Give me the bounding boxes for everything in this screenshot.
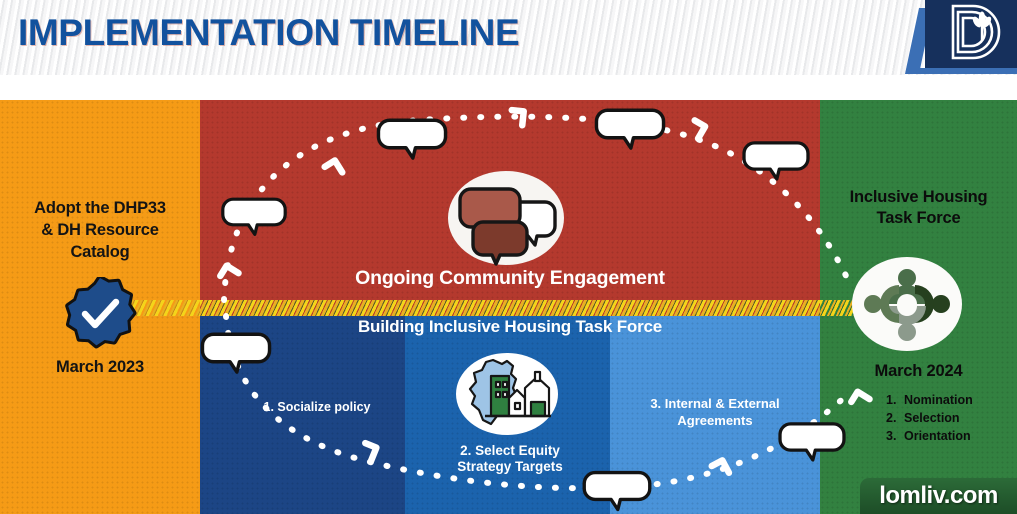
start-milestone-title-line2: & DH Resource: [41, 220, 159, 239]
substep-2-number: 2.: [886, 410, 897, 425]
end-milestone-substeps: 1. Nomination 2. Selection 3. Orientation: [886, 392, 1016, 445]
logo-accent-underline: [918, 68, 1017, 74]
end-milestone-substep-3: 3. Orientation: [886, 428, 1016, 446]
start-milestone-date: March 2023: [56, 358, 144, 376]
end-milestone-title-line2: Task Force: [876, 209, 961, 228]
taskforce-step-3-line2: Agreements: [677, 412, 753, 428]
start-milestone-title-line1: Adopt the DHP33: [34, 199, 166, 217]
substep-1-label: Nomination: [904, 393, 973, 407]
taskforce-step-2-label: 2. Select Equity Strategy Targets: [420, 443, 600, 476]
chevron-band-center: [200, 300, 820, 316]
people-circle-icon: [851, 256, 963, 353]
taskforce-step-3-label: 3. Internal & External Agreements: [620, 396, 810, 429]
start-milestone-title: Adopt the DHP33 & DH Resource Catalog: [0, 198, 200, 264]
watermark: lomliv.com: [860, 478, 1017, 514]
page-title: IMPLEMENTATION TIMELINE: [18, 12, 520, 53]
substep-3-label: Orientation: [904, 428, 971, 443]
start-milestone-title-line3: Catalog: [70, 242, 130, 261]
end-milestone-substep-2: 2. Selection: [886, 410, 1016, 428]
end-milestone-title-line1: Inclusive Housing: [849, 188, 988, 206]
taskforce-step1-panel: [200, 316, 405, 514]
taskforce-band-label: Building Inclusive Housing Task Force: [357, 317, 662, 336]
substep-3-number: 3.: [886, 428, 897, 443]
chevron-band-right: [820, 300, 860, 316]
map-housing-icon: [455, 352, 559, 436]
speech-bubbles-icon: [447, 170, 565, 266]
logo-d-icon: [951, 4, 1001, 60]
engagement-band-label: Ongoing Community Engagement: [355, 267, 665, 289]
substep-2-label: Selection: [904, 410, 960, 425]
end-milestone-date: March 2024: [874, 362, 963, 380]
taskforce-step-2-line2: Strategy Targets: [457, 459, 563, 475]
slide-header: IMPLEMENTATION TIMELINE: [0, 0, 1017, 100]
header-stripe-texture: [0, 0, 1017, 75]
watermark-text: lomliv.com: [879, 482, 998, 509]
taskforce-step-2-line1: 2. Select Equity: [460, 443, 560, 458]
taskforce-step-1-label: 1. Socialize policy: [263, 400, 371, 414]
taskforce-step-3-line1: 3. Internal & External: [650, 396, 780, 411]
end-milestone-title: Inclusive Housing Task Force: [820, 187, 1017, 230]
check-badge-icon: [53, 275, 147, 351]
substep-1-number: 1.: [886, 393, 897, 407]
end-milestone-substep-1: 1. Nomination: [886, 392, 1016, 410]
city-of-dallas-logo: [925, 0, 1017, 68]
